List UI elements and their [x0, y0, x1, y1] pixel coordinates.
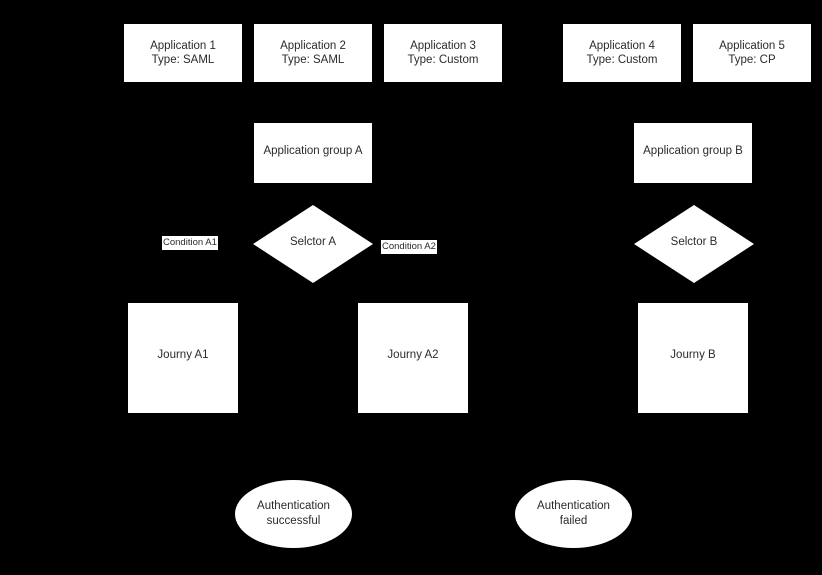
- journey-label: Journy A1: [157, 349, 209, 361]
- application-type: Type: SAML: [151, 54, 215, 66]
- authentication-failed-ellipse[interactable]: Authentication failed: [515, 480, 632, 548]
- application-name: Application 1: [150, 40, 216, 52]
- application-type: Type: CP: [728, 54, 776, 66]
- outcome-line-2: successful: [266, 515, 321, 527]
- selector-a-diamond[interactable]: Selctor A: [253, 205, 373, 283]
- application-group-label: Application group A: [263, 145, 363, 157]
- journey-label: Journy B: [670, 349, 716, 361]
- application-box-3[interactable]: Application 3 Type: Custom: [384, 24, 502, 82]
- selector-label: Selctor A: [289, 236, 337, 248]
- journey-b-box[interactable]: Journy B: [638, 303, 748, 413]
- journey-a2-box[interactable]: Journy A2: [358, 303, 468, 413]
- application-group-label: Application group B: [643, 145, 743, 157]
- condition-a1-label: Condition A1: [162, 236, 218, 250]
- application-name: Application 5: [719, 40, 785, 52]
- condition-label-text: Condition A1: [163, 237, 217, 248]
- condition-a2-label: Condition A2: [381, 240, 437, 254]
- application-group-a-box[interactable]: Application group A: [254, 123, 372, 183]
- outcome-line-2: failed: [559, 515, 588, 527]
- application-type: Type: Custom: [407, 54, 479, 66]
- application-name: Application 4: [589, 40, 655, 52]
- application-box-2[interactable]: Application 2 Type: SAML: [254, 24, 372, 82]
- selector-label: Selctor B: [670, 236, 718, 248]
- application-group-b-box[interactable]: Application group B: [634, 123, 752, 183]
- application-name: Application 2: [280, 40, 346, 52]
- condition-label-text: Condition A2: [382, 241, 436, 252]
- journey-label: Journy A2: [387, 349, 439, 361]
- selector-b-diamond[interactable]: Selctor B: [634, 205, 754, 283]
- application-type: Type: Custom: [586, 54, 658, 66]
- application-box-4[interactable]: Application 4 Type: Custom: [563, 24, 681, 82]
- application-name: Application 3: [410, 40, 476, 52]
- application-type: Type: SAML: [281, 54, 345, 66]
- journey-a1-box[interactable]: Journy A1: [128, 303, 238, 413]
- authentication-successful-ellipse[interactable]: Authentication successful: [235, 480, 352, 548]
- application-box-5[interactable]: Application 5 Type: CP: [693, 24, 811, 82]
- outcome-line-1: Authentication: [537, 500, 610, 512]
- outcome-line-1: Authentication: [257, 500, 330, 512]
- application-box-1[interactable]: Application 1 Type: SAML: [124, 24, 242, 82]
